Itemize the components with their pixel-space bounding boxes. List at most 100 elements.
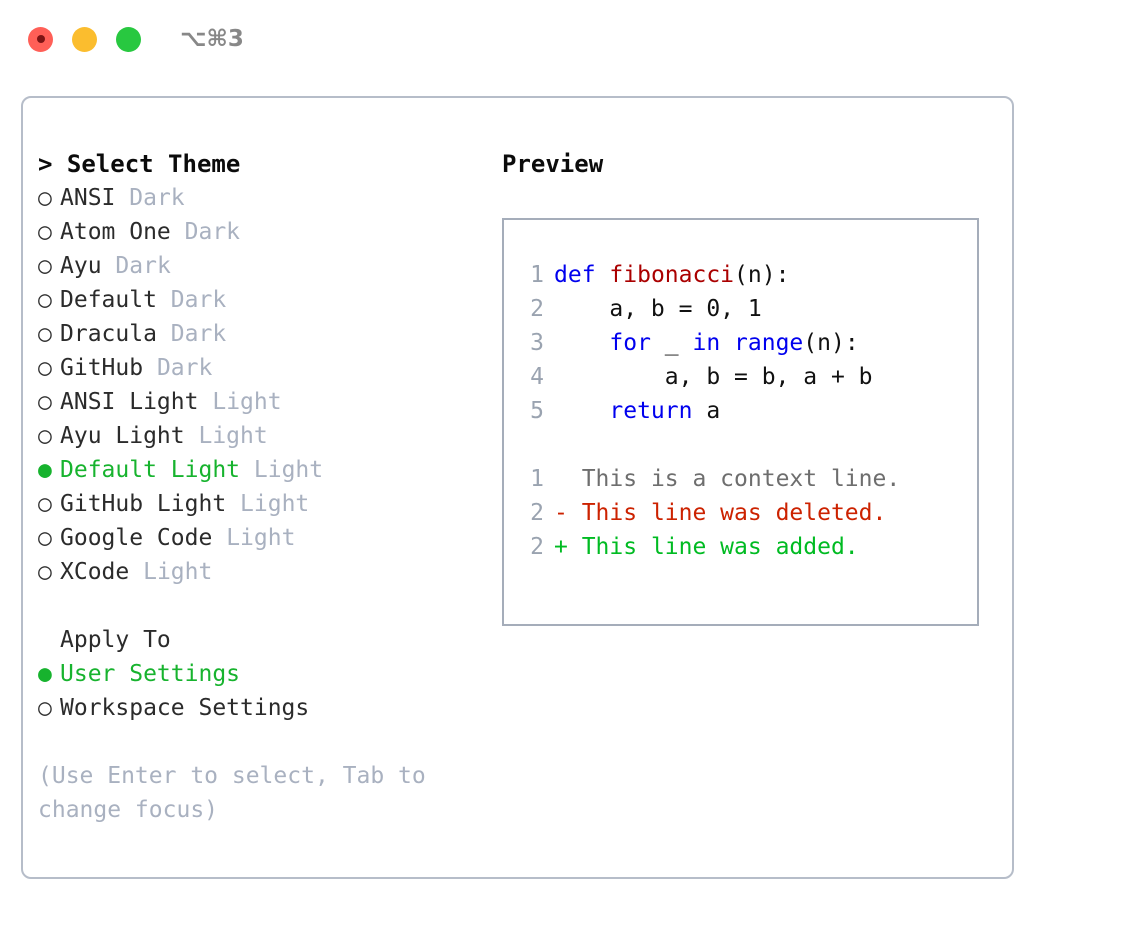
theme-list: ○ANSI Dark○Atom One Dark○Ayu Dark○Defaul… — [38, 181, 493, 589]
apply-to-option-label: User Settings — [60, 661, 241, 687]
title-bar: ⌥⌘3 — [0, 0, 1140, 78]
theme-option-label: GitHub — [60, 355, 144, 381]
code-line: 3 for _ in range(n): — [516, 326, 971, 360]
theme-option-label: Ayu Light — [60, 423, 185, 449]
close-button-icon[interactable] — [28, 26, 53, 52]
code-line: 2 a, b = 0, 1 — [516, 292, 971, 326]
diff-text: This line was deleted. — [567, 500, 887, 526]
radio-unselected-icon: ○ — [38, 185, 52, 211]
theme-option-github[interactable]: ○GitHub Dark — [38, 351, 493, 385]
minimize-button-icon[interactable] — [72, 26, 97, 52]
diff-sample: 1 This is a context line.2- This line wa… — [516, 462, 971, 564]
code-token — [554, 398, 609, 424]
theme-option-label: Ayu — [60, 253, 102, 279]
radio-unselected-icon: ○ — [38, 321, 52, 347]
apply-to-option-label: Workspace Settings — [60, 695, 310, 721]
code-token: fibonacci — [609, 262, 735, 288]
theme-option-google-code[interactable]: ○ Google Code Light — [38, 521, 493, 555]
code-token: for — [609, 330, 651, 356]
code-line: 5 return a — [516, 394, 971, 428]
code-token: _ — [650, 330, 693, 356]
keyboard-shortcut-label: ⌥⌘3 — [180, 25, 244, 52]
diff-text: This is a context line. — [567, 466, 901, 492]
line-number: 3 — [530, 330, 544, 356]
line-number: 5 — [530, 398, 544, 424]
theme-option-tag: Dark — [170, 287, 227, 313]
theme-option-ayu[interactable]: ○Ayu Dark — [38, 249, 493, 283]
line-number: 4 — [530, 364, 544, 390]
theme-option-tag: Dark — [184, 219, 241, 245]
theme-option-label: Dracula — [60, 321, 157, 347]
theme-option-tag: Dark — [129, 185, 185, 211]
theme-option-label: ANSI — [60, 185, 116, 211]
preview-header: Preview — [502, 150, 604, 178]
theme-option-default-light[interactable]: ●Default Light Light — [38, 453, 493, 487]
theme-option-tag: Dark — [170, 321, 227, 347]
label-gap — [115, 185, 129, 211]
apply-to-title: Apply To — [38, 623, 493, 657]
theme-option-tag: Light — [226, 525, 296, 551]
code-line: 4 a, b = b, a + b — [516, 360, 971, 394]
diff-line-number: 2 — [530, 534, 544, 560]
radio-selected-icon: ● — [38, 457, 52, 483]
code-token — [554, 330, 609, 356]
label-gap — [102, 253, 116, 279]
label-gap — [129, 559, 143, 585]
radio-unselected-icon: ○ — [38, 525, 52, 551]
radio-unselected-icon: ○ — [38, 355, 52, 381]
theme-option-label: ANSI Light — [60, 389, 199, 415]
theme-option-atom-one[interactable]: ○Atom One Dark — [38, 215, 493, 249]
radio-unselected-icon: ○ — [38, 491, 52, 517]
diff-line: 2- This line was deleted. — [516, 496, 971, 530]
theme-option-dracula[interactable]: ○ Dracula Dark — [38, 317, 493, 351]
theme-option-tag: Light — [212, 389, 282, 415]
theme-option-ayu-light[interactable]: ○Ayu Light Light — [38, 419, 493, 453]
code-token: a, b = 0, 1 — [554, 296, 762, 322]
radio-selected-icon: ● — [38, 661, 52, 687]
theme-option-github-light[interactable]: ○GitHub Light Light — [38, 487, 493, 521]
apply-to-option-user-settings[interactable]: ● User Settings — [38, 657, 493, 691]
line-number: 2 — [530, 296, 544, 322]
panel-columns: > Select Theme ○ANSI Dark○Atom One Dark○… — [23, 98, 1012, 877]
code-token: def — [554, 262, 596, 288]
code-token: in — [692, 330, 721, 356]
apply-to-option-workspace-settings[interactable]: ○Workspace Settings — [38, 691, 493, 725]
diff-line: 2+ This line was added. — [516, 530, 971, 564]
label-gap — [240, 457, 254, 483]
main-panel: > Select Theme ○ANSI Dark○Atom One Dark○… — [21, 96, 1014, 879]
code-token — [596, 262, 610, 288]
code-token: range — [734, 330, 804, 356]
theme-option-label: Default — [60, 287, 157, 313]
code-token: (n): — [734, 262, 790, 288]
radio-unselected-icon: ○ — [38, 219, 52, 245]
theme-option-ansi[interactable]: ○ ANSI Dark — [38, 181, 493, 215]
theme-option-ansi-light[interactable]: ○ANSI Light Light — [38, 385, 493, 419]
label-gap — [157, 321, 171, 347]
theme-option-default[interactable]: ○ Default Dark — [38, 283, 493, 317]
label-gap — [198, 389, 212, 415]
code-token: return — [609, 398, 693, 424]
theme-option-tag: Light — [253, 457, 324, 483]
label-gap — [226, 491, 240, 517]
traffic-lights — [28, 26, 141, 52]
theme-option-label: Google Code — [60, 525, 213, 551]
theme-option-tag: Light — [143, 559, 213, 585]
theme-option-label: GitHub Light — [60, 491, 227, 517]
label-gap — [171, 219, 185, 245]
theme-option-xcode[interactable]: ○XCode Light — [38, 555, 493, 589]
theme-option-tag: Dark — [115, 253, 171, 279]
code-token: a — [692, 398, 721, 424]
radio-unselected-icon: ○ — [38, 423, 52, 449]
code-diff-gap — [516, 428, 971, 462]
code-token: (n): — [803, 330, 859, 356]
diff-line: 1 This is a context line. — [516, 462, 971, 496]
zoom-button-icon[interactable] — [116, 26, 141, 52]
diff-marker: - — [554, 500, 568, 526]
label-gap — [212, 525, 226, 551]
radio-unselected-icon: ○ — [38, 287, 52, 313]
